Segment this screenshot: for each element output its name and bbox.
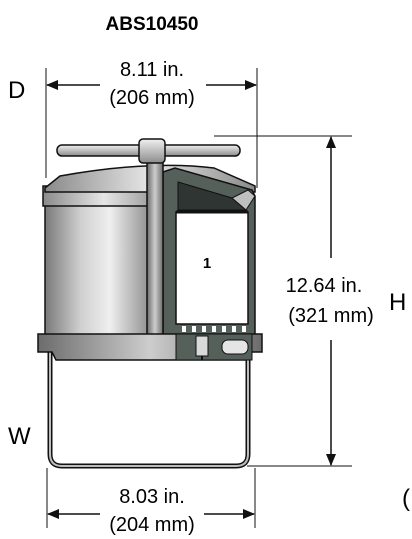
drain-valve	[195, 335, 209, 357]
height-dimension: 12.64 in. (321 mm) H	[214, 135, 406, 467]
depth-letter: D	[8, 77, 25, 104]
filter-element	[175, 211, 249, 325]
depth-metric: (206 mm)	[109, 87, 195, 109]
width-metric: (204 mm)	[109, 514, 195, 536]
width-imperial: 8.03 in.	[119, 486, 185, 508]
depth-dimension: D 8.11 in. (206 mm)	[8, 59, 258, 188]
outlet-fitting	[221, 339, 249, 355]
width-letter: W	[8, 423, 31, 450]
t-handle-hub	[138, 138, 166, 164]
callout-number: 1	[203, 255, 211, 272]
height-metric: (321 mm)	[288, 305, 374, 327]
height-imperial: 12.64 in.	[286, 275, 363, 297]
housing-body	[44, 204, 164, 340]
edge-fragment: (	[402, 485, 410, 512]
height-letter: H	[389, 289, 406, 316]
width-dimension: W 8.03 in. (204 mm)	[8, 423, 256, 536]
depth-imperial: 8.11 in.	[120, 59, 184, 81]
filter-housing-illustration: 1	[37, 138, 263, 469]
center-stud	[146, 159, 164, 343]
element-perforations	[182, 326, 246, 332]
model-title: ABS10450	[106, 14, 199, 35]
